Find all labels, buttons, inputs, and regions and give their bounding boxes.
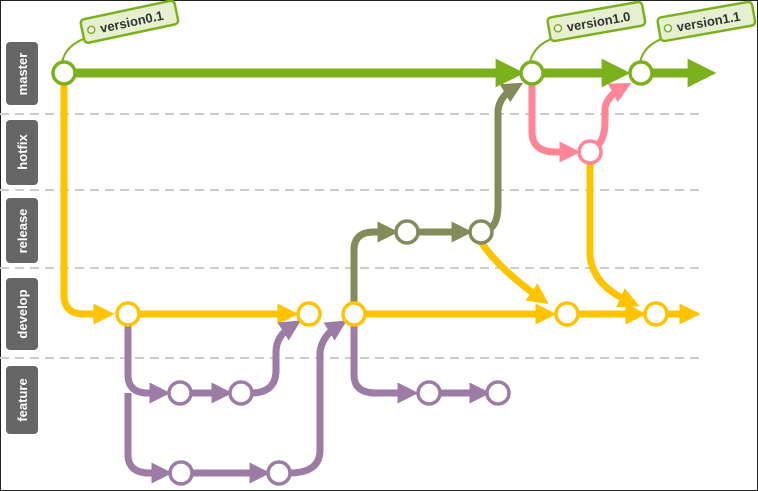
- edge-release-to-master: [488, 82, 524, 231]
- lane-label-text: master: [15, 53, 30, 96]
- tag-version1-0: version1.0: [529, 0, 647, 63]
- edge-release-to-develop: [478, 240, 549, 305]
- branch-edges: [60, 58, 717, 484]
- commit-node: [168, 460, 194, 486]
- edge-feature: [124, 393, 173, 484]
- commit-node: [266, 460, 292, 486]
- commit-node: [228, 380, 254, 406]
- lane-labels: master hotfix release develop feature: [6, 42, 38, 434]
- commit-node: [628, 60, 654, 86]
- lane-label-develop: develop: [6, 278, 38, 350]
- edge-feature: [124, 324, 171, 404]
- commit-node: [554, 301, 580, 327]
- commit-node: [577, 139, 603, 165]
- edge-feature-merge: [250, 320, 301, 397]
- lane-label-release: release: [6, 198, 38, 263]
- tags: version0.1 version1.0 version1.1: [61, 0, 757, 63]
- edge-develop-start: [60, 80, 115, 325]
- commit-node: [485, 380, 511, 406]
- commit-node: [416, 380, 442, 406]
- lane-label-feature: feature: [6, 366, 38, 434]
- tag-version1-1: version1.1: [639, 0, 757, 63]
- lane-label-text: release: [15, 209, 30, 254]
- lane-label-text: develop: [15, 289, 30, 338]
- commit-node: [296, 301, 322, 327]
- commit-node: [519, 60, 545, 86]
- edge-hotfix-to-master: [595, 83, 632, 148]
- commit-node: [341, 301, 367, 327]
- tag-version0-1: version0.1: [61, 0, 180, 63]
- commits: [51, 60, 669, 486]
- lane-label-text: feature: [15, 378, 30, 421]
- lane-dividers: [0, 113, 700, 359]
- lane-label-text: hotfix: [15, 134, 30, 170]
- commit-node: [51, 60, 77, 86]
- commit-node: [167, 380, 193, 406]
- edge-hotfix: [528, 83, 581, 163]
- edge-feature-merge: [288, 320, 347, 477]
- lane-label-hotfix: hotfix: [6, 120, 38, 185]
- edge-hotfix-to-develop: [586, 163, 640, 308]
- edge-release: [350, 221, 399, 304]
- commit-node: [643, 301, 669, 327]
- edge-feature: [350, 324, 419, 404]
- lane-label-master: master: [6, 42, 38, 105]
- commit-node: [115, 301, 141, 327]
- commit-node: [394, 219, 420, 245]
- commit-node: [468, 219, 494, 245]
